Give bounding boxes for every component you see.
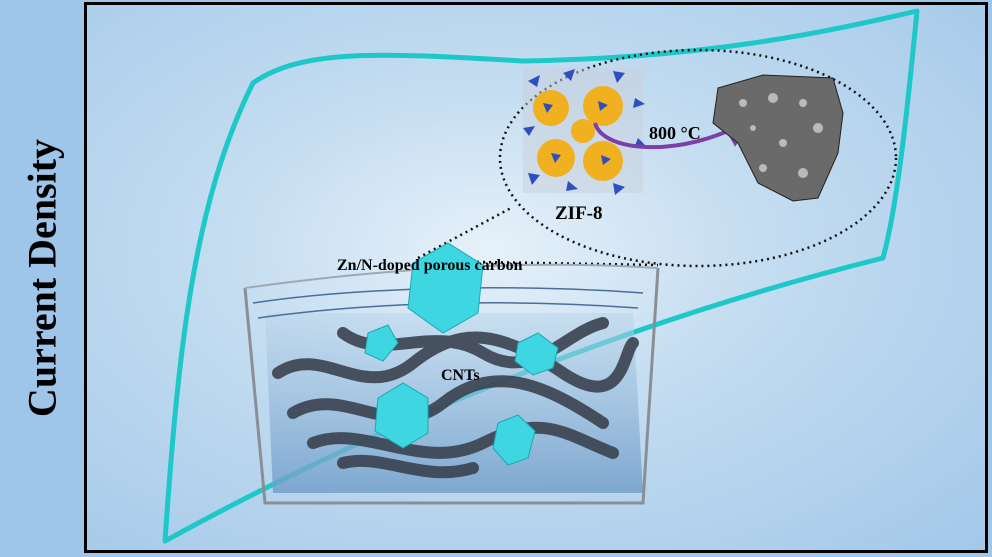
- zoom-ellipse: [498, 48, 898, 268]
- zif8-label: ZIF-8: [555, 203, 603, 224]
- porous-carbon-image: [712, 74, 844, 202]
- zn-n-carbon-polyhedra: [364, 242, 559, 466]
- cnt-network: [272, 317, 639, 479]
- illustration-svg: 800 °C ZIF-8 Zn/N-doped porous carbon CN…: [162, 8, 920, 544]
- y-axis-label: Current Density: [19, 138, 65, 418]
- cnts-label: CNTs: [441, 367, 480, 384]
- y-axis-label-area: Current Density: [0, 0, 84, 557]
- illustration-panel: 800 °C ZIF-8 Zn/N-doped porous carbon CN…: [84, 2, 988, 553]
- temperature-label: 800 °C: [649, 123, 701, 143]
- zif8-structure: [523, 68, 646, 195]
- carbon-label: Zn/N-doped porous carbon: [337, 257, 523, 274]
- cv-curve: [162, 8, 920, 544]
